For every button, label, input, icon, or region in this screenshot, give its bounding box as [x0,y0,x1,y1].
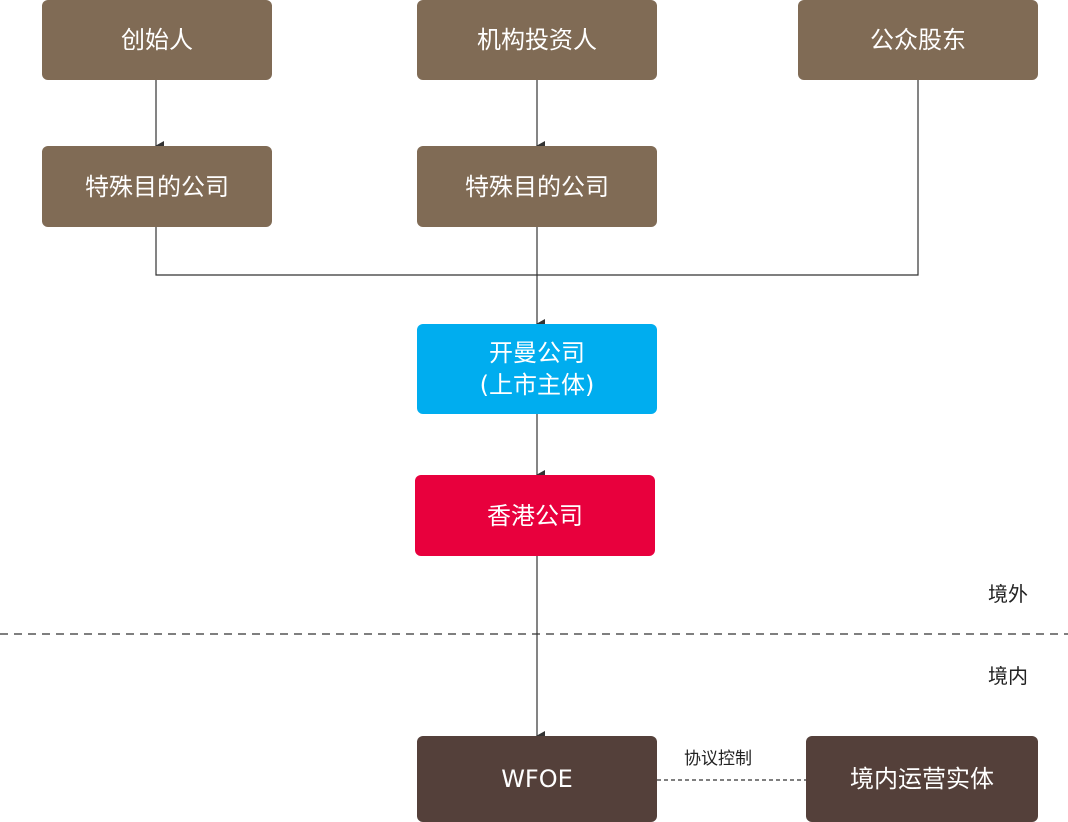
node-label-line1: 开曼公司 [489,339,585,367]
region-label-onshore: 境内 [988,664,1028,688]
node-founder[interactable]: 创始人 [42,0,272,80]
node-domestic-entity[interactable]: 境内运营实体 [806,736,1038,822]
node-label: 创始人 [121,26,193,54]
node-label: 特殊目的公司 [465,172,609,201]
node-label-line2: (上市主体) [479,371,595,399]
node-label: 香港公司 [487,501,583,530]
node-label: 公众股东 [870,26,966,54]
contract-control-label: 协议控制 [684,749,752,769]
node-label: WFOE [501,765,573,793]
line-spv-founder-to-bus [155,227,537,276]
node-institutional-investor[interactable]: 机构投资人 [417,0,657,80]
node-public-shareholder[interactable]: 公众股东 [798,0,1038,80]
line-public-to-bus [537,80,919,276]
node-spv-investor[interactable]: 特殊目的公司 [417,146,657,227]
node-cayman-company[interactable]: 开曼公司 (上市主体) [417,324,657,414]
node-wfoe[interactable]: WFOE [417,736,657,822]
node-hk-company[interactable]: 香港公司 [415,475,655,556]
node-label: 境内运营实体 [850,765,994,793]
node-label: 特殊目的公司 [85,172,229,201]
node-spv-founder[interactable]: 特殊目的公司 [42,146,272,227]
region-label-offshore: 境外 [988,582,1028,606]
node-label: 机构投资人 [477,26,597,54]
